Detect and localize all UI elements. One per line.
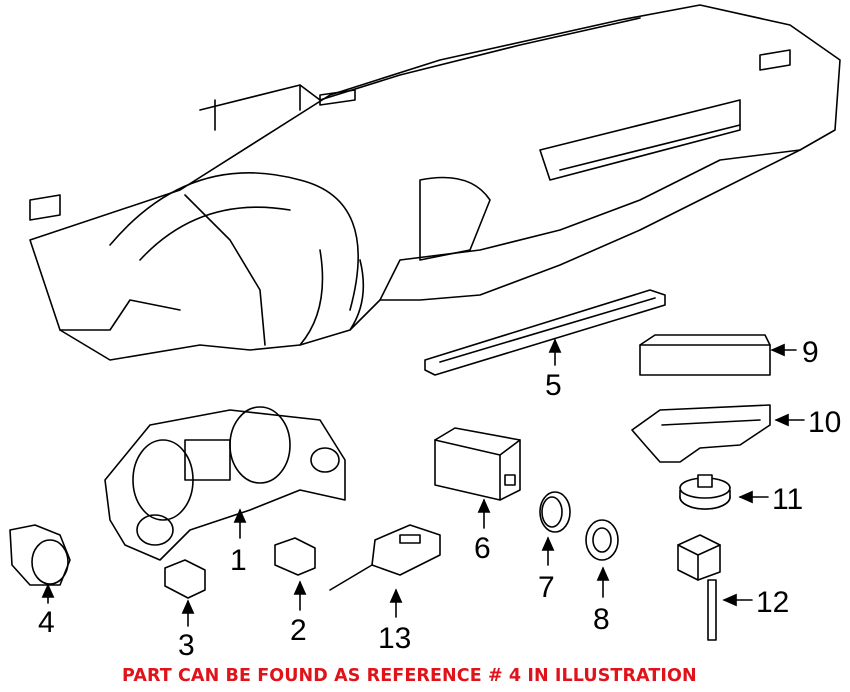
callout-3: 3 (178, 629, 195, 662)
callout-5: 5 (545, 369, 562, 402)
part-12-sensor (677, 534, 721, 641)
part-7-ring (539, 491, 571, 533)
callout-4: 4 (38, 606, 55, 639)
callout-6: 6 (474, 532, 491, 565)
instrument-panel-outline (29, 4, 841, 361)
part-3-switch (164, 559, 206, 599)
part-10-bracket (631, 404, 771, 463)
part-9-module (639, 334, 771, 376)
callout-10: 10 (808, 406, 841, 439)
part-4-rotary-switch (9, 524, 71, 586)
callout-arrows (41, 338, 805, 627)
part-13-sensor (329, 524, 441, 591)
part-8-ring (585, 519, 619, 561)
part-11-knob (679, 474, 731, 510)
callout-13: 13 (378, 622, 411, 655)
callout-2: 2 (290, 614, 307, 647)
callout-12: 12 (756, 586, 789, 619)
callout-7: 7 (538, 571, 555, 604)
callout-11: 11 (772, 483, 803, 516)
part-2-switch (274, 537, 316, 576)
callout-1: 1 (230, 544, 247, 577)
callout-9: 9 (802, 336, 819, 369)
part-5-trim-strip (424, 289, 666, 376)
part-6-switch (434, 427, 521, 501)
reference-caption: PART CAN BE FOUND AS REFERENCE # 4 IN IL… (122, 666, 697, 686)
part-1-instrument-cluster (104, 406, 346, 561)
callout-8: 8 (593, 603, 610, 636)
